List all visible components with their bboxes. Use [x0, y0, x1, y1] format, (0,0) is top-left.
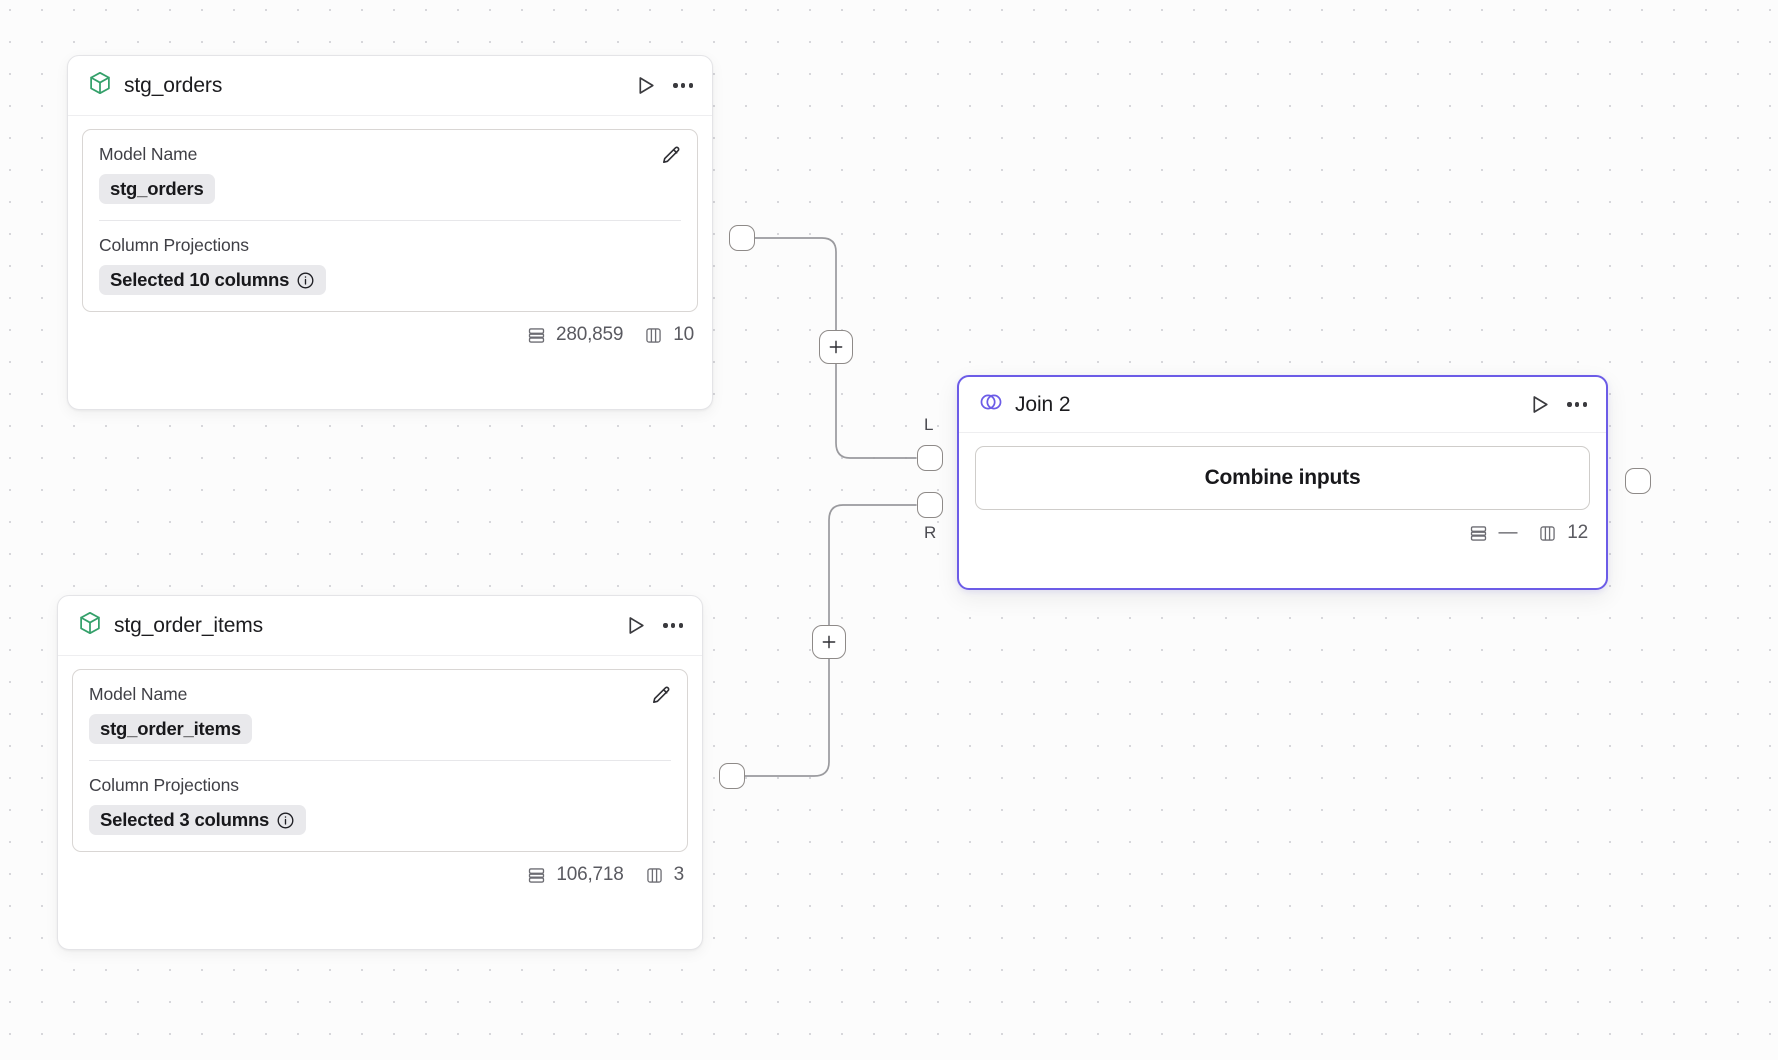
- node-body: Combine inputs: [959, 433, 1606, 510]
- node-header: Join 2: [959, 377, 1606, 433]
- row-count-value: —: [1498, 522, 1518, 543]
- handle-join-input-right[interactable]: [917, 492, 943, 518]
- node-title: stg_order_items: [114, 613, 264, 637]
- column-count-value: 3: [673, 864, 685, 885]
- node-footer: 106,718 3: [58, 852, 702, 899]
- model-name-label: Model Name: [99, 144, 198, 164]
- columns-icon: [1537, 523, 1558, 544]
- column-count-stat: 10: [643, 324, 694, 346]
- column-projections-label: Column Projections: [99, 235, 249, 255]
- row-count-stat: 280,859: [526, 324, 623, 346]
- node-footer: 280,859 10: [68, 312, 712, 359]
- add-node-on-edge-top[interactable]: [819, 330, 853, 364]
- pencil-icon[interactable]: [659, 144, 683, 173]
- column-count-stat: 3: [644, 864, 684, 886]
- node-stg-orders[interactable]: stg_orders M: [67, 55, 713, 410]
- handle-label-left: L: [924, 415, 934, 434]
- run-icon[interactable]: [633, 73, 658, 98]
- more-icon[interactable]: [672, 79, 694, 91]
- column-count-value: 10: [673, 324, 694, 345]
- combine-inputs-button[interactable]: Combine inputs: [975, 446, 1590, 510]
- model-config-box: Model Name stg_order_items Column Projec…: [72, 669, 688, 852]
- node-join-2[interactable]: Join 2 Combine inputs: [957, 375, 1608, 590]
- more-icon[interactable]: [1566, 398, 1588, 410]
- rows-icon: [526, 865, 547, 886]
- cube-icon: [87, 70, 113, 101]
- columns-icon: [644, 865, 665, 886]
- rows-icon: [1468, 523, 1489, 544]
- row-count-stat: 106,718: [526, 864, 624, 886]
- run-icon[interactable]: [623, 613, 648, 638]
- column-projections-value[interactable]: Selected 10 columns: [99, 265, 327, 295]
- run-icon[interactable]: [1527, 392, 1552, 417]
- row-count-value: 280,859: [555, 324, 624, 345]
- info-icon[interactable]: [276, 811, 295, 830]
- column-projections-value[interactable]: Selected 3 columns: [89, 805, 307, 835]
- row-count-stat: —: [1468, 522, 1517, 544]
- rows-icon: [526, 325, 547, 346]
- model-name-value[interactable]: stg_order_items: [89, 714, 252, 744]
- more-icon[interactable]: [662, 619, 684, 631]
- node-header: stg_orders: [68, 56, 712, 116]
- node-header: stg_order_items: [58, 596, 702, 656]
- field-divider: [89, 760, 671, 761]
- add-node-on-edge-bottom[interactable]: [812, 625, 846, 659]
- model-name-label: Model Name: [89, 684, 188, 704]
- cube-icon: [77, 610, 103, 641]
- node-title: stg_orders: [124, 73, 223, 97]
- handle-join-output[interactable]: [1625, 468, 1651, 494]
- handle-stg-order-items-output[interactable]: [719, 763, 745, 789]
- column-count-stat: 12: [1537, 522, 1588, 544]
- node-body: Model Name stg_order_items Column Projec…: [58, 656, 702, 852]
- pencil-icon[interactable]: [649, 684, 673, 713]
- info-icon[interactable]: [296, 271, 315, 290]
- model-config-box: Model Name stg_orders Column Projections…: [82, 129, 698, 312]
- columns-icon: [643, 325, 664, 346]
- model-name-value[interactable]: stg_orders: [99, 174, 215, 204]
- handle-stg-orders-output[interactable]: [729, 225, 755, 251]
- handle-join-input-left[interactable]: [917, 445, 943, 471]
- node-title: Join 2: [1015, 392, 1071, 416]
- node-body: Model Name stg_orders Column Projections…: [68, 116, 712, 312]
- row-count-value: 106,718: [556, 864, 624, 885]
- field-divider: [99, 220, 681, 221]
- column-count-value: 12: [1567, 522, 1588, 543]
- join-venn-icon: [978, 389, 1004, 420]
- node-stg-order-items[interactable]: stg_order_items: [57, 595, 703, 950]
- node-footer: — 12: [959, 510, 1606, 557]
- handle-label-right: R: [924, 523, 937, 542]
- column-projections-label: Column Projections: [89, 775, 239, 795]
